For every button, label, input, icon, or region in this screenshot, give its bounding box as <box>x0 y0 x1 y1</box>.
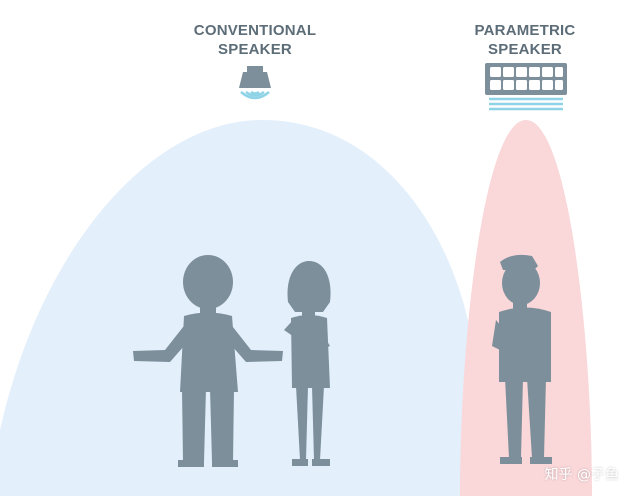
conventional-sound-field <box>0 120 470 496</box>
speaker-array-icon <box>485 63 567 111</box>
watermark: 知乎 @子鱼 <box>544 467 619 483</box>
conventional-label-line2: SPEAKER <box>218 41 292 58</box>
conventional-label-line1: CONVENTIONAL <box>193 22 317 39</box>
listener-figure <box>492 254 552 464</box>
conventional-speaker-label: CONVENTIONAL SPEAKER <box>175 21 335 59</box>
woman-figure <box>284 261 331 466</box>
speaker-cone-icon <box>239 66 271 100</box>
man-figure <box>133 255 283 467</box>
parametric-label-line1: PARAMETRIC <box>474 22 576 39</box>
parametric-label-line2: SPEAKER <box>488 41 562 58</box>
parametric-speaker-label: PARAMETRIC SPEAKER <box>455 21 595 59</box>
